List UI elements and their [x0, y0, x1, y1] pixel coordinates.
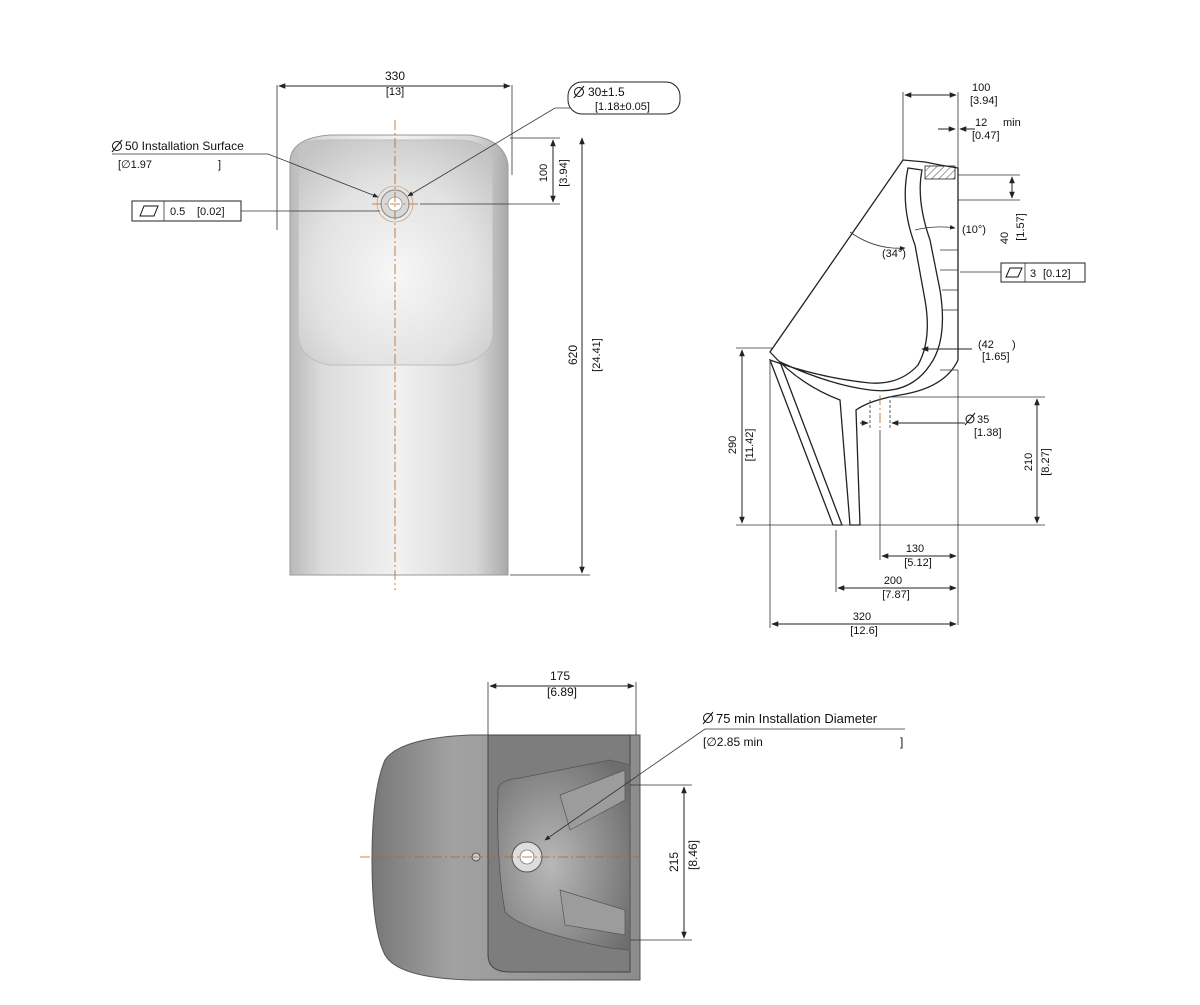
side-outlet-height-in: [8.27] [1040, 448, 1052, 476]
side-upper-gap: 40 [999, 232, 1011, 244]
side-wall-min-label: min [1003, 117, 1021, 129]
side-rib-depth-in: [1.65] [982, 351, 1010, 363]
flatness-symbol-icon [1005, 267, 1023, 278]
bottom-outlet-height-in: [8.46] [686, 840, 700, 870]
side-outer-profile [769, 159, 959, 526]
front-flatness-frame [131, 200, 242, 222]
front-flatness-value: 0.5 [170, 206, 185, 218]
side-top-depth-in: [3.94] [970, 95, 998, 107]
side-rib-depth-close: ) [1012, 339, 1016, 351]
bottom-install-diameter-in: [∅2.85 min [703, 735, 763, 749]
side-outlet-offset-in: [5.12] [904, 557, 932, 569]
side-base-depth-in: [7.87] [882, 589, 910, 601]
bottom-outlet-height: 215 [667, 852, 681, 872]
inlet-offset-label: 100 [538, 164, 550, 182]
inlet-diameter-label: 30±1.5 [588, 85, 625, 99]
diameter-symbol-icon [111, 139, 123, 153]
install-surface-inch-label: [∅1.97 [118, 159, 152, 171]
side-angle-outer: (34°) [882, 248, 906, 260]
bottom-view: 175 [6.89] 215 [8.46] 75 min Installatio… [360, 669, 905, 981]
inlet-diameter-callout [567, 81, 681, 115]
inlet-offset-inch-label: [3.94] [558, 159, 570, 187]
side-base-depth: 200 [884, 575, 902, 587]
install-surface-label: 50 Installation Surface [125, 139, 244, 153]
urinal-front-bowl [297, 139, 494, 366]
side-flatness-value: 3 [1030, 268, 1036, 280]
diameter-symbol-icon [964, 412, 976, 426]
front-width-inch-label: [13] [386, 86, 404, 98]
side-section-view: 100 [3.94] 12 min [0.47] 40 [1.57] (10°)… [727, 82, 1086, 637]
side-bottom-height: 290 [727, 436, 739, 454]
side-wall-min: 12 [975, 117, 987, 129]
side-inner-profile [768, 167, 944, 526]
bottom-outlet-width: 175 [550, 669, 570, 683]
side-hatch-top [924, 165, 956, 180]
front-view: 330 [13] 620 [24.41] 100 [3.94] 30±1.5 [… [111, 69, 681, 590]
flatness-symbol-icon [139, 205, 159, 217]
diameter-symbol-icon [573, 85, 585, 99]
side-angle-inner: (10°) [962, 224, 986, 236]
side-outlet-diameter-in: [1.38] [974, 427, 1002, 439]
side-bottom-height-in: [11.42] [744, 429, 756, 462]
front-flatness-inch: [0.02] [197, 206, 225, 218]
front-height-label: 620 [566, 345, 580, 365]
side-wall-min-in: [0.47] [972, 130, 1000, 142]
side-outlet-diameter: 35 [977, 414, 989, 426]
inlet-diameter-inch-label: [1.18±0.05] [595, 101, 650, 113]
side-upper-gap-in: [1.57] [1015, 213, 1027, 241]
front-width-label: 330 [385, 69, 405, 83]
bottom-install-diameter: 75 min Installation Diameter [716, 711, 878, 726]
side-total-depth-in: [12.6] [850, 625, 878, 637]
install-surface-inch-close: ] [218, 159, 221, 171]
diameter-symbol-icon [702, 711, 714, 725]
side-total-depth: 320 [853, 611, 871, 623]
side-rib-depth: (42 [978, 339, 994, 351]
side-outlet-height: 210 [1023, 453, 1035, 471]
bottom-outlet-width-in: [6.89] [547, 685, 577, 699]
side-ribs [940, 249, 958, 371]
front-height-inch-label: [24.41] [591, 338, 603, 372]
side-top-depth: 100 [972, 82, 990, 94]
bottom-install-diameter-close: ] [900, 735, 903, 749]
side-outlet-offset: 130 [906, 543, 924, 555]
side-flatness-in: [0.12] [1043, 268, 1071, 280]
